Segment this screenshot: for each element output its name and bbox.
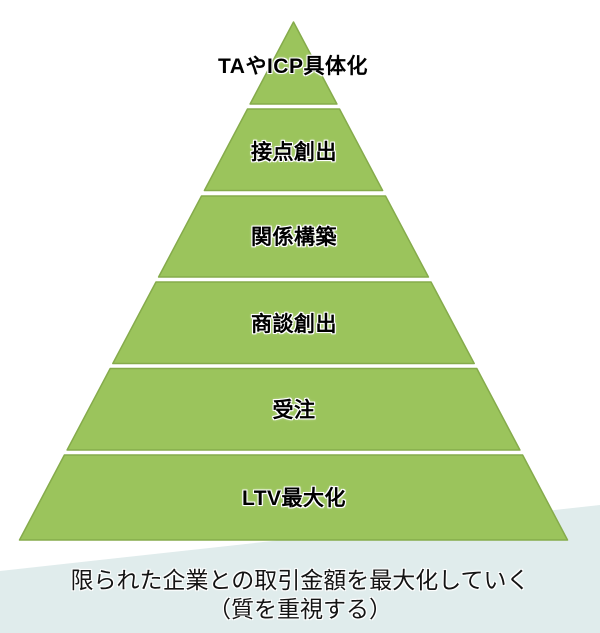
pyramid-tier-1-shape bbox=[249, 21, 338, 105]
pyramid-tier-5-shape bbox=[66, 367, 521, 451]
tier-label-ltv-maximization: LTV最大化 bbox=[241, 487, 347, 510]
tier-label-order-won: 受注 bbox=[272, 399, 316, 422]
tier-label-relationship-building: 関係構築 bbox=[251, 226, 337, 249]
pyramid-tier-2-shape bbox=[203, 108, 384, 192]
tier-label-ta-icp: TAやICP具体化 bbox=[218, 55, 368, 78]
diagram-caption: 限られた企業との取引金額を最大化していく （質を重視する） bbox=[0, 566, 600, 624]
caption-line-1: 限られた企業との取引金額を最大化していく bbox=[70, 567, 530, 593]
pyramid-tier-6-shape bbox=[18, 454, 569, 541]
pyramid-tier-4-shape bbox=[112, 281, 475, 365]
caption-line-2: （質を重視する） bbox=[208, 596, 392, 622]
tier-label-contact-creation: 接点創出 bbox=[251, 141, 337, 164]
pyramid-tier-3-shape bbox=[157, 195, 430, 278]
tier-label-deal-creation: 商談創出 bbox=[251, 313, 337, 336]
